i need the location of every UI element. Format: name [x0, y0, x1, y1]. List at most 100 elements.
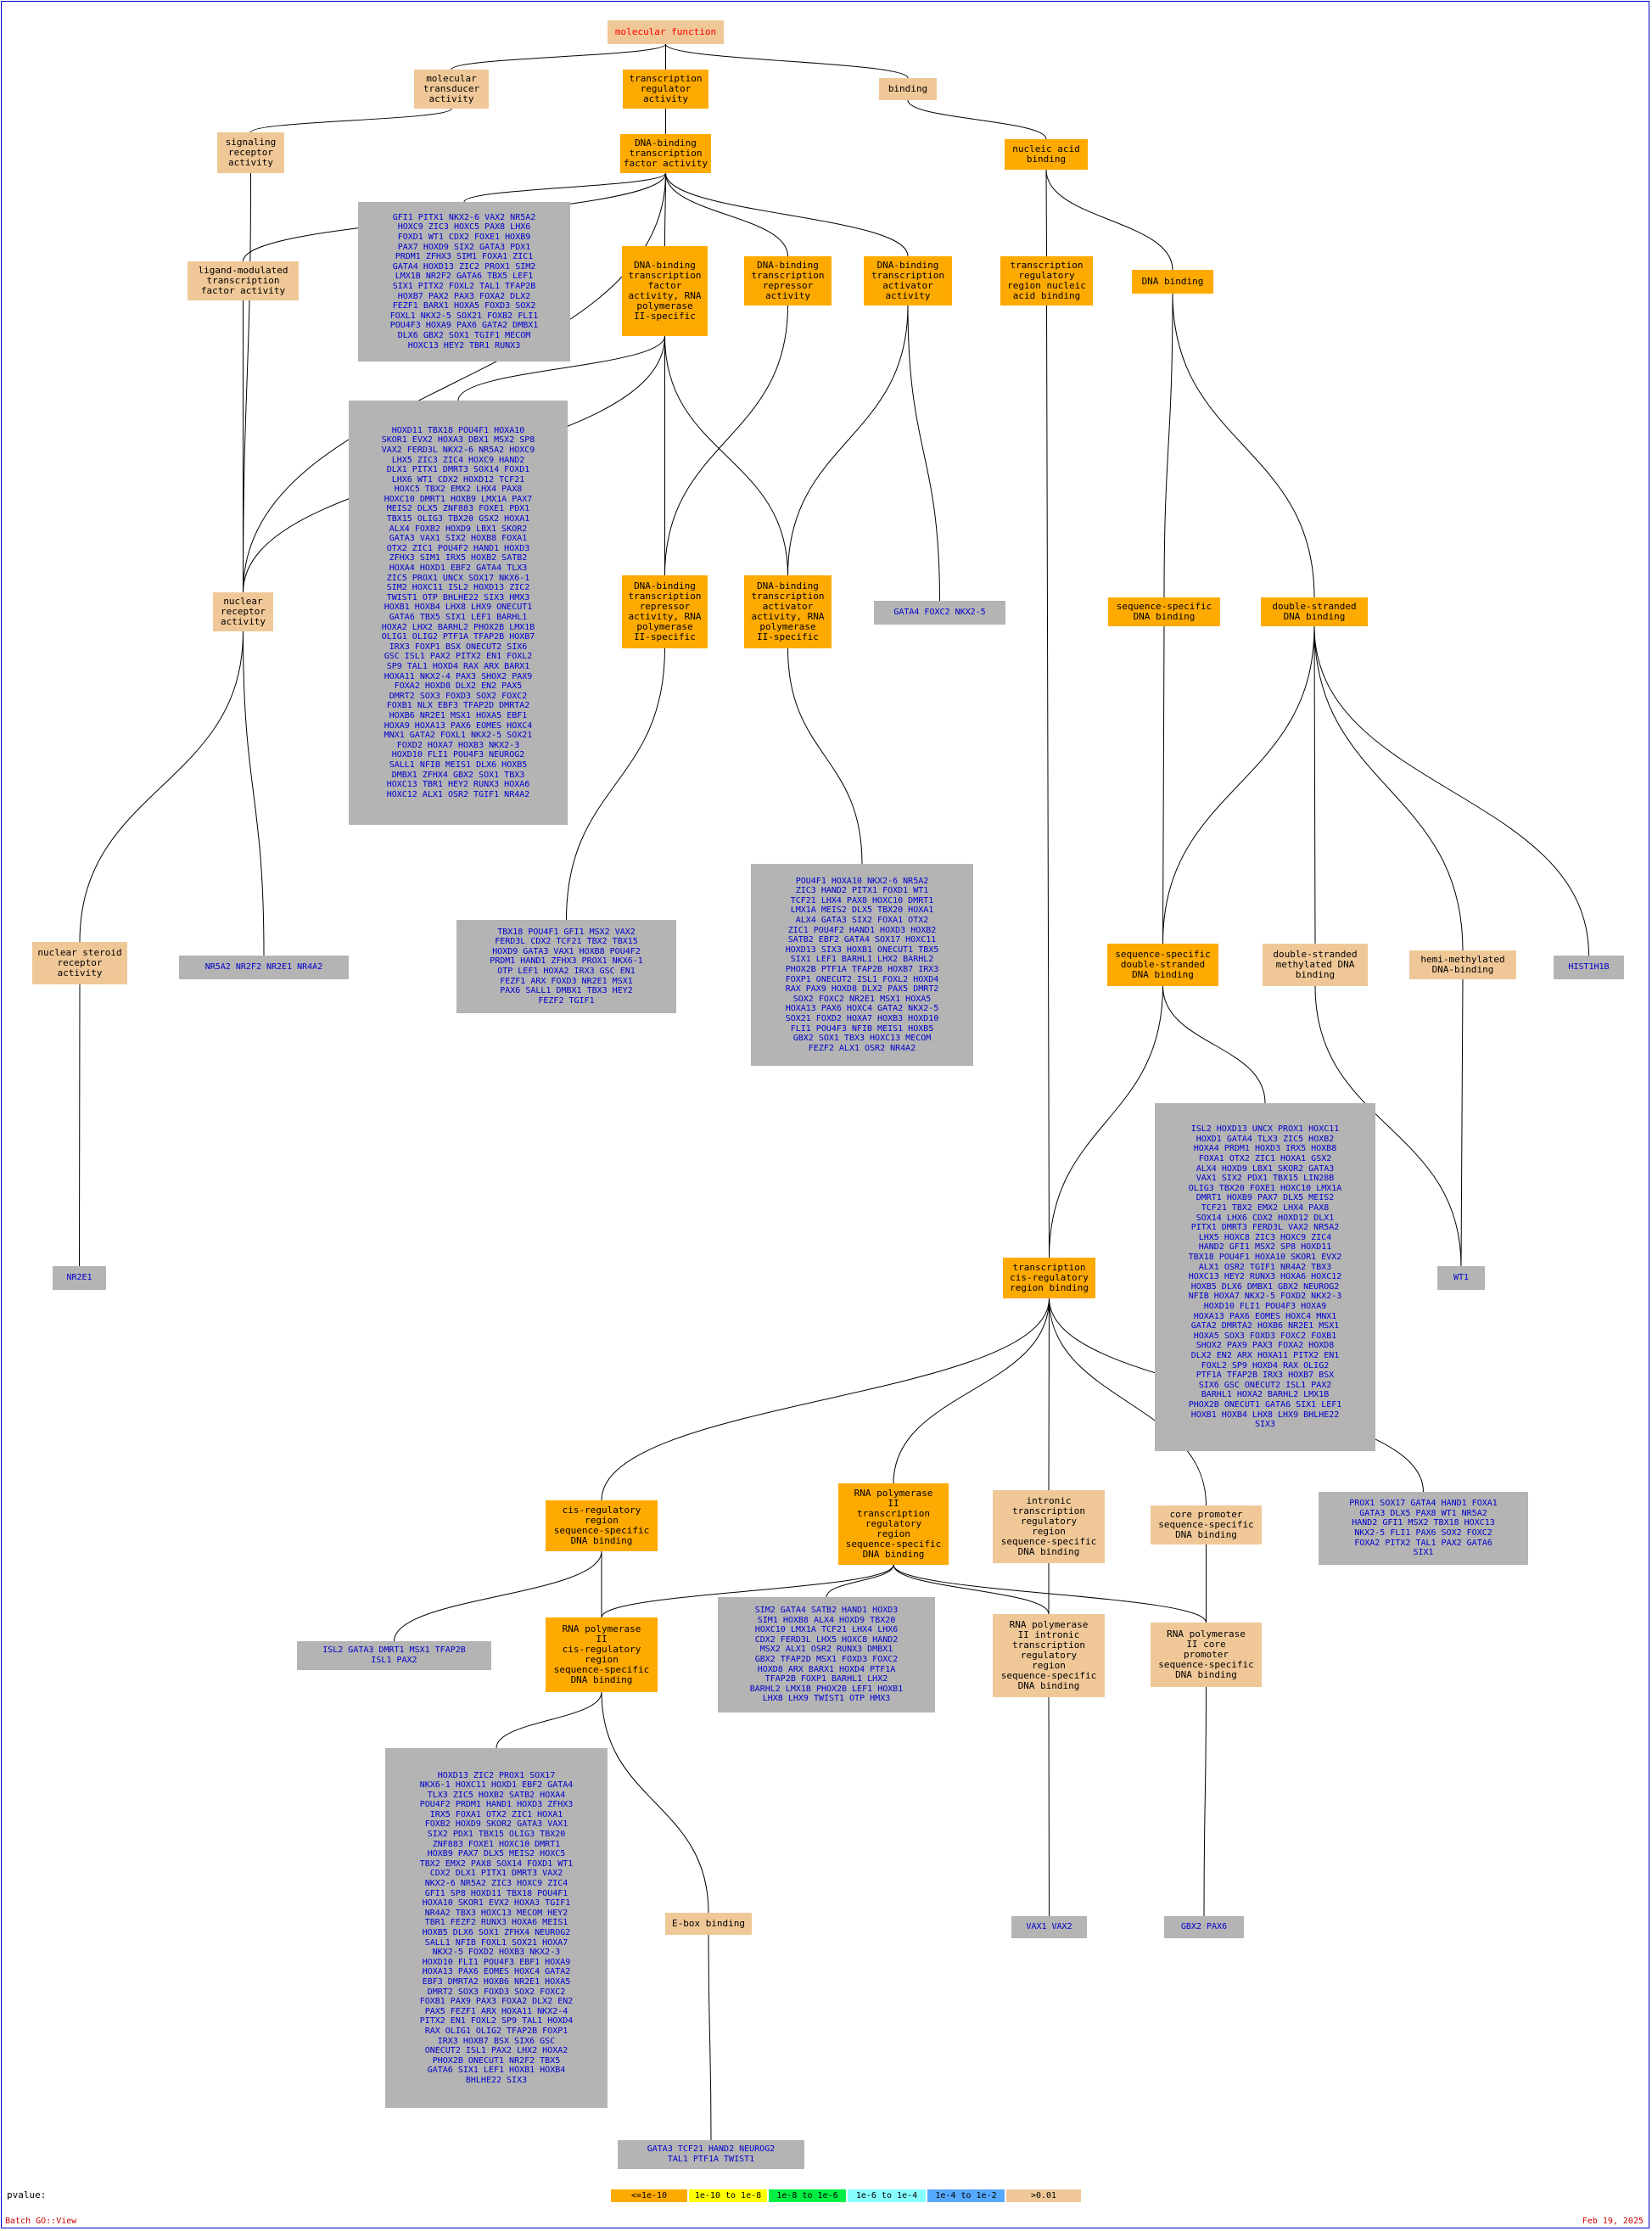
- edge-rnacis-ebox: [601, 1691, 709, 1914]
- edge-nab-dnab: [1045, 169, 1173, 271]
- gene-list-rnapol2: SIM2 GATA4 SATB2 HAND1 HOXD3 SIM1 HOXB8 …: [718, 1597, 935, 1712]
- edge-dbpol-actpol: [664, 335, 788, 576]
- go-term-ssds[interactable]: sequence-specific double-stranded DNA bi…: [1107, 944, 1218, 986]
- go-term-hemi[interactable]: hemi-methylated DNA-binding: [1409, 950, 1516, 979]
- gene-list-rnacore: GBX2 PAX6: [1164, 1916, 1244, 1938]
- gene-list-actpol: POU4F1 HOXA10 NKX2-6 NR5A2 ZIC3 HAND2 PI…: [751, 864, 973, 1066]
- edge-ssdb-ssds: [1162, 625, 1165, 945]
- gene-list-tcis: PROX1 SOX17 GATA4 HAND1 FOXA1 GATA3 DLX5…: [1319, 1492, 1528, 1565]
- edge-rnapol2-rnacis: [601, 1564, 894, 1618]
- go-term-rnaintr[interactable]: RNA polymerase II intronic transcription…: [993, 1614, 1105, 1697]
- edge-mf-mt: [451, 43, 666, 70]
- gene-list-nrec: NR5A2 NR2F2 NR2E1 NR4A2: [179, 956, 349, 979]
- edge-dsdb-hemi: [1313, 625, 1464, 951]
- edge-dbrep-reppol: [664, 305, 788, 576]
- edge-srec-nrec: [243, 172, 251, 593]
- gene-list-rnacis: HOXD13 ZIC2 PROX1 SOX17 NKX6-1 HOXC11 HO…: [385, 1748, 608, 2108]
- gene-list-dsdb: HIST1H1B: [1554, 956, 1624, 979]
- edge-nrec-g_nrec: [243, 631, 265, 956]
- edge-trrb-tcis: [1046, 305, 1050, 1258]
- go-term-intronic[interactable]: intronic transcription regulatory region…: [993, 1490, 1105, 1563]
- edge-ssds-tcis: [1049, 985, 1163, 1258]
- edge-dbact-g_dbact: [907, 305, 940, 602]
- date-label: Feb 19, 2025: [1582, 2217, 1644, 2226]
- gene-list-cisreg: ISL2 GATA3 DMRT1 MSX1 TFAP2B ISL1 PAX2: [297, 1641, 491, 1670]
- go-term-dbtf[interactable]: DNA-binding transcription factor activit…: [620, 134, 711, 173]
- go-term-tcis[interactable]: transcription cis-regulatory region bind…: [1003, 1258, 1095, 1298]
- go-term-ssdb[interactable]: sequence-specific DNA binding: [1108, 597, 1220, 626]
- edge-mt-srec: [250, 108, 452, 133]
- edge-dbtf-dbrep: [665, 172, 788, 257]
- go-term-actpol[interactable]: DNA-binding transcription activator acti…: [744, 575, 832, 648]
- edge-hemi-g_hemi: [1460, 978, 1464, 1267]
- edge-tcis-cisreg: [601, 1298, 1050, 1501]
- gene-list-dbpol: HOXD11 TBX18 POU4F1 HOXA10 SKOR1 EVX2 HO…: [349, 401, 568, 825]
- edge-actpol-g_actpol: [787, 647, 863, 865]
- edge-rnapol2-g_rnapol2: [826, 1564, 894, 1598]
- edge-tcis-rnapol2: [893, 1298, 1050, 1484]
- go-term-mf[interactable]: molecular function: [608, 20, 724, 44]
- edge-rnacore-g_rnacore: [1203, 1686, 1207, 1917]
- go-term-mt[interactable]: molecular transducer activity: [414, 70, 489, 109]
- legend-swatch-3: 1e-6 to 1e-4: [848, 2189, 926, 2202]
- edge-mf-bind: [665, 43, 909, 79]
- go-term-corep[interactable]: core promoter sequence-specific DNA bind…: [1151, 1505, 1262, 1544]
- edge-dsdb-ssds: [1162, 625, 1315, 945]
- go-term-srec[interactable]: signaling receptor activity: [217, 132, 284, 173]
- edge-rnacis-g_rnacis: [496, 1691, 602, 1749]
- edge-cisreg-g_cisreg: [394, 1550, 602, 1642]
- edge-nsr-g_nsr: [79, 984, 81, 1267]
- go-term-nrec[interactable]: nuclear receptor activity: [213, 592, 273, 631]
- edge-dbpol-g_dbpol: [457, 335, 665, 401]
- batch-label: Batch GO::View: [5, 2217, 77, 2226]
- go-term-bind[interactable]: binding: [879, 78, 937, 100]
- edge-rnaintr-g_rnaintr: [1048, 1696, 1050, 1917]
- legend-swatch-0: <=1e-10: [611, 2189, 687, 2202]
- gene-list-hemi: WT1: [1437, 1266, 1485, 1290]
- gene-list-dbtf: GFI1 PITX1 NKX2-6 VAX2 NR5A2 HOXC9 ZIC3 …: [358, 202, 570, 362]
- edge-dsmeth-g_hemi: [1314, 985, 1462, 1267]
- go-term-ebox[interactable]: E-box binding: [665, 1913, 752, 1935]
- go-term-dsmeth[interactable]: double-stranded methylated DNA binding: [1263, 944, 1368, 986]
- go-term-dbpol[interactable]: DNA-binding transcription factor activit…: [622, 246, 708, 336]
- go-term-dnab[interactable]: DNA binding: [1132, 270, 1213, 294]
- gene-list-reppol: TBX18 POU4F1 GFI1 MSX2 VAX2 FERD3L CDX2 …: [456, 920, 676, 1013]
- go-term-trx[interactable]: transcription regulator activity: [623, 70, 708, 109]
- edge-dnab-ssdb: [1163, 293, 1173, 598]
- gene-list-ebox: GATA3 TCF21 HAND2 NEUROG2 TAL1 PTF1A TWI…: [618, 2140, 804, 2169]
- legend-swatch-4: 1e-4 to 1e-2: [927, 2189, 1005, 2202]
- edge-rnapol2-rnacore: [893, 1564, 1207, 1623]
- pvalue-label: pvalue:: [7, 2189, 47, 2200]
- edge-dbact-actpol: [787, 305, 909, 576]
- edge-dnab-dsdb: [1172, 293, 1315, 598]
- go-term-rnacis[interactable]: RNA polymerase II cis-regulatory region …: [546, 1617, 658, 1692]
- go-term-dsdb[interactable]: double-stranded DNA binding: [1261, 597, 1368, 626]
- edge-rnapol2-rnaintr: [893, 1564, 1050, 1615]
- edge-ebox-g_ebox: [708, 1934, 712, 2141]
- edge-reppol-g_reppol: [566, 647, 665, 921]
- edge-dsdb-dsmeth: [1313, 625, 1316, 945]
- edge-bind-nab: [907, 99, 1047, 140]
- go-term-rnapol2[interactable]: RNA polymerase II transcription regulato…: [838, 1483, 949, 1565]
- edge-tcis-intronic: [1048, 1298, 1050, 1491]
- go-term-trrb[interactable]: transcription regulatory region nucleic …: [1000, 256, 1093, 306]
- gene-list-nsr: NR2E1: [53, 1266, 106, 1290]
- edge-nrec-nsr: [79, 631, 244, 943]
- gene-list-rnaintr: VAX1 VAX2: [1011, 1916, 1087, 1938]
- go-term-nsr[interactable]: nuclear steroid receptor activity: [32, 942, 127, 984]
- go-term-reppol[interactable]: DNA-binding transcription repressor acti…: [622, 575, 708, 648]
- go-term-rnacore[interactable]: RNA polymerase II core promoter sequence…: [1151, 1623, 1262, 1687]
- go-term-cisreg[interactable]: cis-regulatory region sequence-specific …: [546, 1500, 658, 1551]
- go-term-lig[interactable]: ligand-modulated transcription factor ac…: [188, 261, 299, 300]
- go-term-nab[interactable]: nucleic acid binding: [1005, 139, 1088, 170]
- go-term-dbrep[interactable]: DNA-binding transcription repressor acti…: [744, 256, 832, 306]
- legend-swatch-2: 1e-8 to 1e-6: [769, 2189, 846, 2202]
- legend-swatch-1: 1e-10 to 1e-8: [689, 2189, 767, 2202]
- gene-list-dbact: GATA4 FOXC2 NKX2-5: [874, 601, 1005, 625]
- edge-tcis-corep: [1049, 1298, 1207, 1506]
- edge-dbtf-dbact: [665, 172, 909, 257]
- legend-swatch-5: >0.01: [1006, 2189, 1081, 2202]
- go-term-dbact[interactable]: DNA-binding transcription activator acti…: [864, 256, 952, 306]
